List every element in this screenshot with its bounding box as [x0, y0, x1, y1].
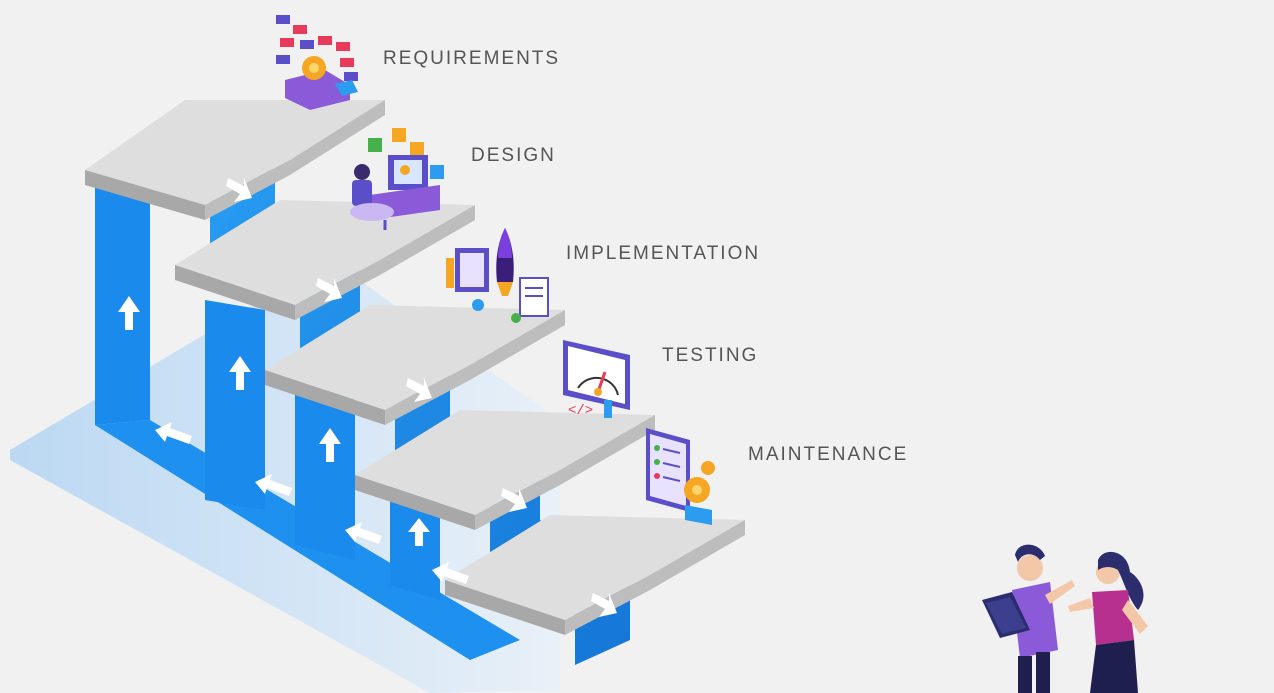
arrow-left-icon — [345, 522, 382, 544]
down-arrows — [226, 178, 617, 617]
requirements-illustration-icon — [276, 15, 358, 110]
arrow-up-icon — [408, 518, 430, 546]
stage-label-design: DESIGN — [471, 145, 556, 166]
arrow-up-icon — [319, 428, 341, 462]
stage-label-implementation: IMPLEMENTATION — [566, 243, 761, 264]
arrow-left-icon — [255, 474, 292, 496]
up-arrows — [118, 296, 430, 546]
arrow-up-icon — [229, 356, 251, 390]
team-discussion-illustration — [982, 544, 1148, 693]
arrow-down-icon — [316, 278, 342, 302]
svg-text:</>: </> — [568, 403, 593, 419]
left-arrows — [155, 422, 469, 584]
arrow-left-icon — [155, 422, 192, 444]
stage-label-testing: TESTING — [662, 345, 759, 366]
stage-label-requirements: REQUIREMENTS — [383, 48, 561, 69]
speed-gauge-monitor-icon: </> — [563, 340, 630, 419]
gear-checklist-icon — [646, 428, 715, 525]
arrow-down-icon — [226, 178, 252, 202]
return-flow — [95, 180, 520, 660]
stage-label-maintenance: MAINTENANCE — [748, 444, 909, 465]
arrow-down-icon — [591, 593, 617, 617]
arrow-left-icon — [432, 562, 469, 584]
arrow-down-icon — [501, 488, 527, 512]
arrow-up-icon — [118, 296, 140, 330]
rocket-launch-icon — [446, 228, 549, 323]
designer-at-computer-icon — [350, 128, 444, 230]
arrow-down-icon — [406, 378, 432, 402]
